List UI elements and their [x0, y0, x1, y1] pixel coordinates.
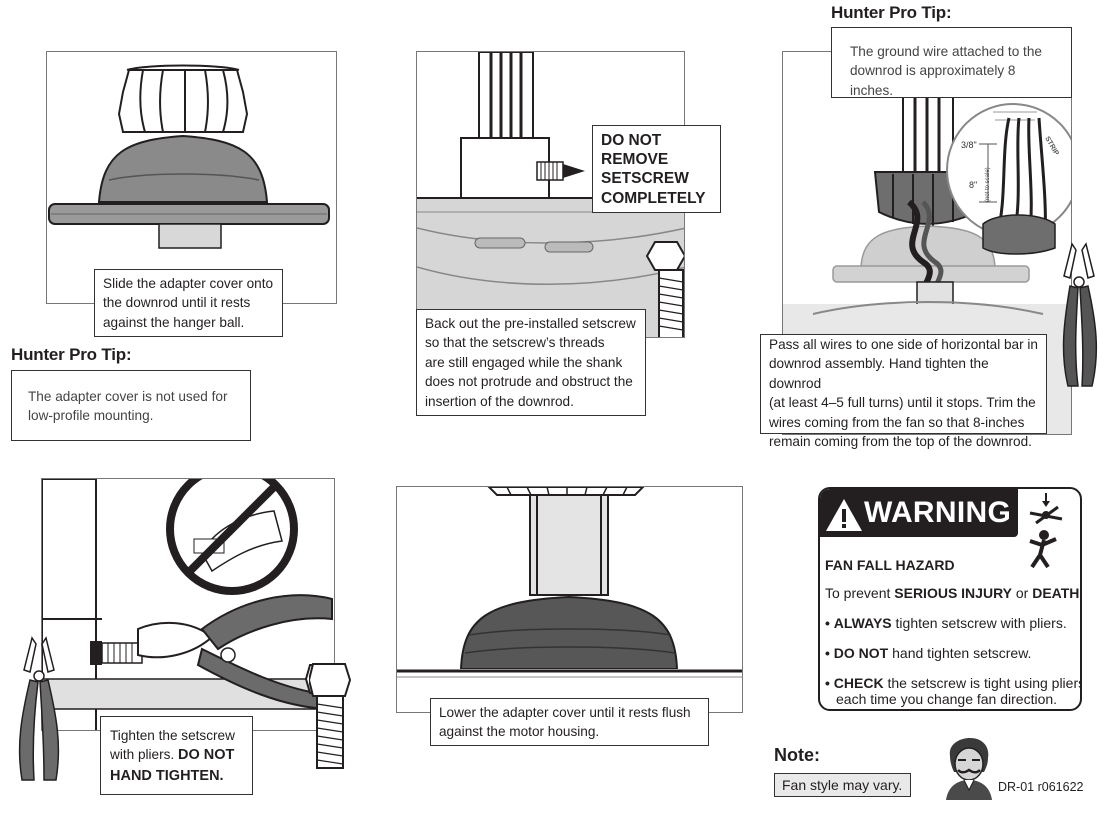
- caption-text: with pliers.: [110, 747, 178, 763]
- pro-tip-text: The adapter cover is not used for: [28, 389, 228, 404]
- pro-tip-heading: Hunter Pro Tip:: [11, 345, 132, 364]
- warning-bullet: • CHECK the setscrew is tight using plie…: [825, 675, 1082, 691]
- downrod-wires-caption: Pass all wires to one side of horizontal…: [760, 334, 1047, 449]
- warning-emphasis: DEATH:: [1032, 585, 1082, 601]
- illustration-adapter-cover: [46, 51, 337, 304]
- callout-line: COMPLETELY: [601, 189, 706, 207]
- caption-line: with pliers. DO NOT: [110, 745, 243, 765]
- illustration-setscrew: [416, 51, 685, 338]
- pro-tip-heading: Hunter Pro Tip:: [831, 3, 952, 22]
- warning-emphasis: ALWAYS: [833, 615, 892, 631]
- adapter-cover-caption: Slide the adapter cover onto the downrod…: [94, 269, 283, 337]
- lower-adapter-cover-drawing: [397, 487, 742, 712]
- note-box: Fan style may vary.: [774, 773, 911, 797]
- pro-tip-box: The ground wire attached to the downrod …: [831, 27, 1072, 98]
- warning-header: WARNING: [820, 489, 1018, 537]
- caption-line: Lower the adapter cover until it rests f…: [439, 705, 691, 720]
- caption-line: remain coming from the top of the downro…: [769, 434, 1032, 450]
- warning-bullet: • ALWAYS tighten setscrew with pliers.: [825, 615, 1067, 631]
- caption-line: Back out the pre-installed setscrew: [425, 316, 636, 331]
- tighten-setscrew-drawing: [42, 479, 334, 730]
- caption-emphasis: HAND TIGHTEN.: [110, 767, 224, 784]
- caption-line: downrod assembly. Hand tighten the downr…: [769, 356, 989, 391]
- pro-tip-text: The ground wire attached to the: [850, 44, 1042, 59]
- caption-line: against the motor housing.: [439, 724, 600, 740]
- caption-line: wires coming from the fan so that 8-inch…: [769, 414, 1025, 430]
- do-not-remove-callout: DO NOT REMOVE SETSCREW COMPLETELY: [592, 125, 721, 213]
- warning-text: the setscrew is tight using pliers: [883, 675, 1082, 691]
- setscrew-drawing: [417, 52, 684, 337]
- fan-fall-warning: WARNING FAN FALL HAZARD To prevent SERIO…: [818, 487, 1082, 711]
- warning-intro: To prevent SERIOUS INJURY or DEATH:: [825, 585, 1082, 601]
- callout-line: REMOVE: [601, 151, 669, 169]
- pro-tip-text: low-profile mounting.: [28, 408, 154, 424]
- note-heading: Note:: [774, 745, 820, 765]
- pliers-icon: [18, 636, 60, 781]
- caption-line: are still engaged while the shank: [425, 354, 623, 370]
- caption-line: does not protrude and obstruct the: [425, 374, 633, 390]
- pliers-icon: [1062, 242, 1098, 387]
- warning-triangle-icon: [826, 499, 862, 531]
- warning-emphasis: DO NOT: [833, 645, 889, 661]
- bolt-icon: [309, 663, 351, 769]
- caption-line: Tighten the setscrew: [110, 728, 235, 743]
- warning-bullet-continued: each time you change fan direction.: [836, 691, 1058, 707]
- warning-emphasis: SERIOUS INJURY: [894, 585, 1012, 601]
- hunter-mascot-icon: [946, 738, 992, 800]
- warning-bullet: • DO NOT hand tighten setscrew.: [825, 645, 1032, 661]
- caption-line: the downrod until it rests: [103, 295, 251, 311]
- warning-text: hand tighten setscrew.: [888, 645, 1032, 661]
- lower-adapter-cover-caption: Lower the adapter cover until it rests f…: [430, 698, 709, 746]
- warning-title: WARNING: [864, 496, 1012, 529]
- falling-fan-icon: [1029, 493, 1063, 569]
- dimension-small: 3/8": [961, 140, 977, 150]
- tighten-setscrew-caption: Tighten the setscrew with pliers. DO NOT…: [100, 716, 253, 795]
- caption-line: insertion of the downrod.: [425, 393, 574, 409]
- document-code: DR-01 r061622: [998, 780, 1084, 794]
- dimension-large: 8": [969, 180, 977, 190]
- caption-line: so that the setscrew’s threads: [425, 335, 605, 351]
- warning-text: To prevent: [825, 585, 895, 601]
- pro-tip-box: The adapter cover is not used for low-pr…: [11, 370, 251, 441]
- caption-emphasis: DO NOT: [178, 747, 235, 764]
- illustration-tighten-setscrew: [41, 478, 335, 731]
- callout-line: DO NOT: [601, 132, 662, 149]
- callout-line: SETSCREW: [601, 170, 689, 188]
- caption-line: (at least 4–5 full turns) until it stops…: [769, 395, 1036, 411]
- hazard-label: FAN FALL HAZARD: [825, 557, 955, 573]
- warning-emphasis: CHECK: [833, 675, 884, 691]
- illustration-lower-adapter-cover: [396, 486, 743, 713]
- setscrew-caption: Back out the pre-installed setscrew so t…: [416, 309, 646, 416]
- caption-line: HAND TIGHTEN.: [110, 766, 243, 786]
- warning-text: tighten setscrew with pliers.: [891, 615, 1067, 631]
- caption-line: Slide the adapter cover onto: [103, 276, 274, 291]
- pro-tip-text: downrod is approximately 8 inches.: [850, 63, 1016, 98]
- warning-text: or: [1012, 585, 1033, 601]
- caption-line: Pass all wires to one side of horizontal…: [769, 337, 1038, 352]
- adapter-cover-drawing: [48, 64, 330, 249]
- caption-line: against the hanger ball.: [103, 314, 245, 330]
